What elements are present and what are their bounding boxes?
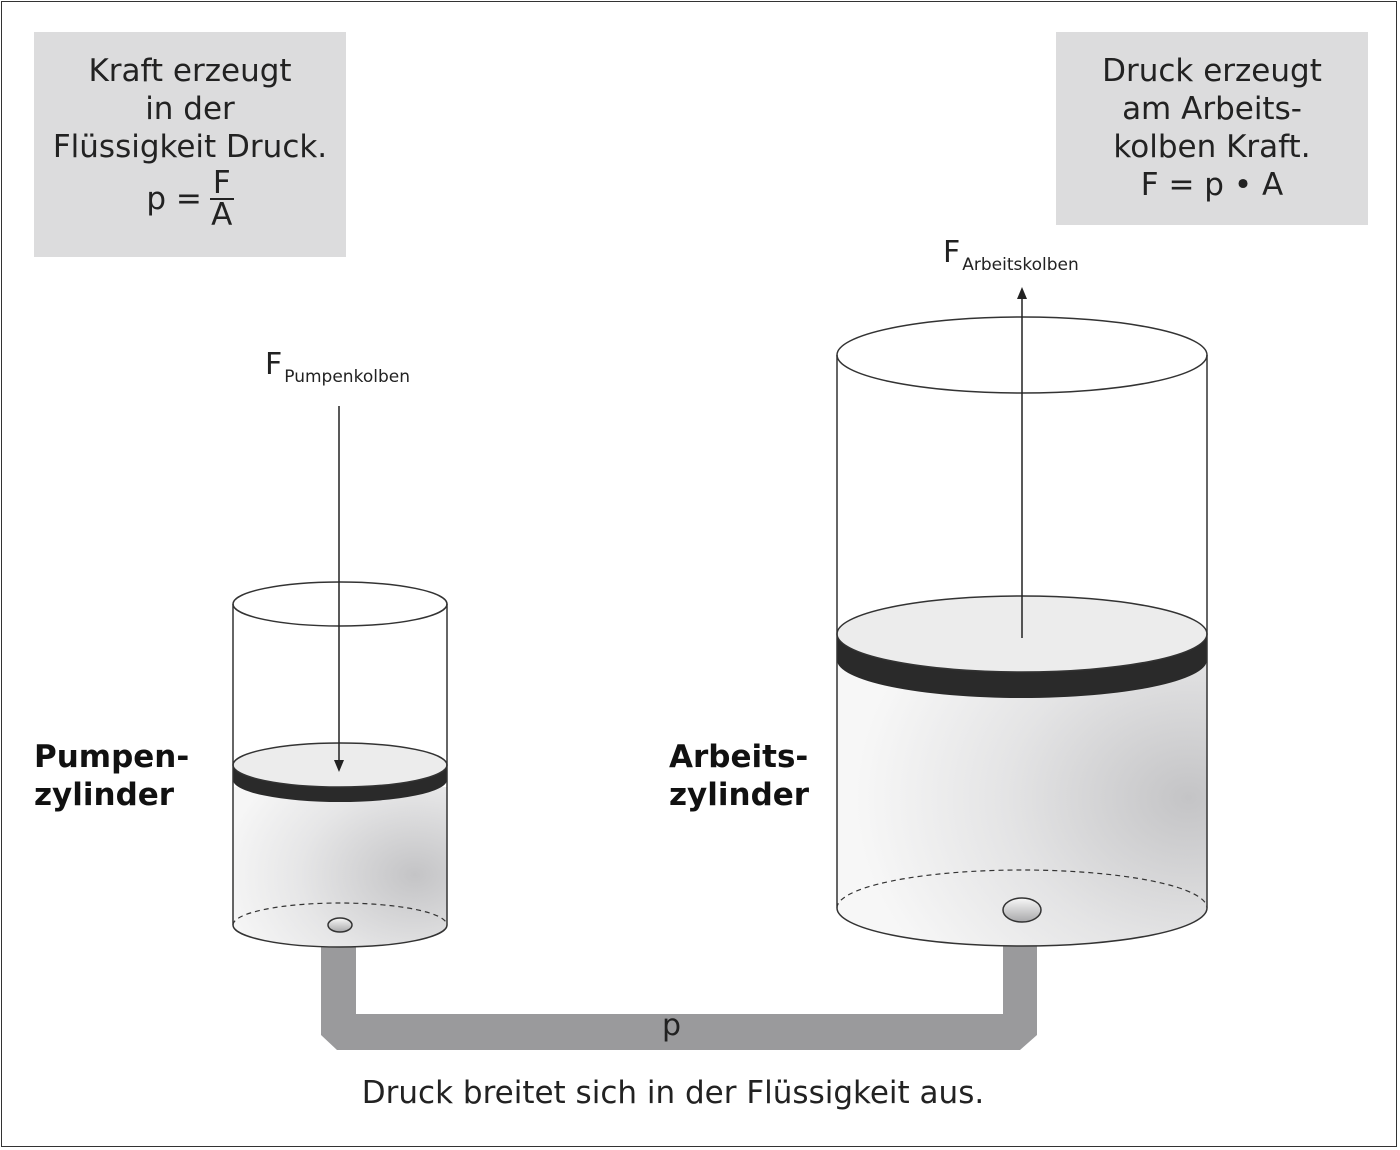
pump-piston (233, 765, 447, 802)
pressure-formula: p = F A (146, 168, 234, 233)
pump-cylinder-label-line-1: Pumpen- (34, 739, 190, 775)
work-piston (837, 634, 1207, 698)
right-box-line-2: am Arbeits- (1122, 91, 1302, 127)
force-formula: F = p • A (1140, 167, 1284, 203)
work-cylinder-label: Arbeits- zylinder (669, 738, 809, 814)
info-box-force-to-pressure: Kraft erzeugt in der Flüssigkeit Druck. … (34, 32, 346, 257)
work-bottom-front (836, 907, 1208, 947)
work-cylinder-label-line-1: Arbeits- (669, 739, 809, 775)
work-cylinder (836, 316, 1208, 947)
pump-cylinder-label-line-2: zylinder (34, 777, 175, 813)
right-box-line-1: Druck erzeugt (1102, 53, 1322, 89)
pipe-pressure-label: p (662, 1008, 682, 1043)
formula-fraction: F A (209, 168, 234, 233)
info-box-pressure-to-force: Druck erzeugt am Arbeits- kolben Kraft. … (1056, 32, 1368, 225)
force-pump-arrow-head (334, 760, 344, 772)
left-box-line-1: Kraft erzeugt (88, 53, 292, 89)
work-inlet-valve (1002, 897, 1042, 923)
work-bottom-back (836, 869, 1208, 909)
formula-numerator: F (209, 168, 234, 200)
pump-bottom-back (232, 902, 448, 926)
right-box-line-3: kolben Kraft. (1113, 129, 1311, 165)
formula-lhs: p = (146, 181, 202, 217)
force-work-arrow-head (1017, 287, 1027, 299)
force-pump-symbol: F (265, 347, 283, 382)
figure-caption: Druck breitet sich in der Flüssigkeit au… (361, 1075, 985, 1111)
force-work-symbol: F (943, 235, 961, 270)
left-box-line-2: in der (145, 91, 235, 127)
left-box-line-3: Flüssigkeit Druck. (52, 129, 328, 165)
force-work-subscript: Arbeitskolben (962, 255, 1079, 275)
formula-denominator: A (211, 197, 233, 233)
pump-outlet-valve (327, 917, 353, 933)
pump-bottom-front (232, 924, 448, 948)
work-cylinder-label-line-2: zylinder (669, 777, 810, 813)
pump-fluid (233, 787, 447, 947)
force-pump-subscript: Pumpenkolben (284, 367, 410, 387)
pump-cylinder-label: Pumpen- zylinder (34, 738, 189, 814)
pressure-pipe (321, 940, 1037, 1050)
work-fluid (837, 650, 1207, 946)
pump-top-rim (232, 581, 448, 627)
